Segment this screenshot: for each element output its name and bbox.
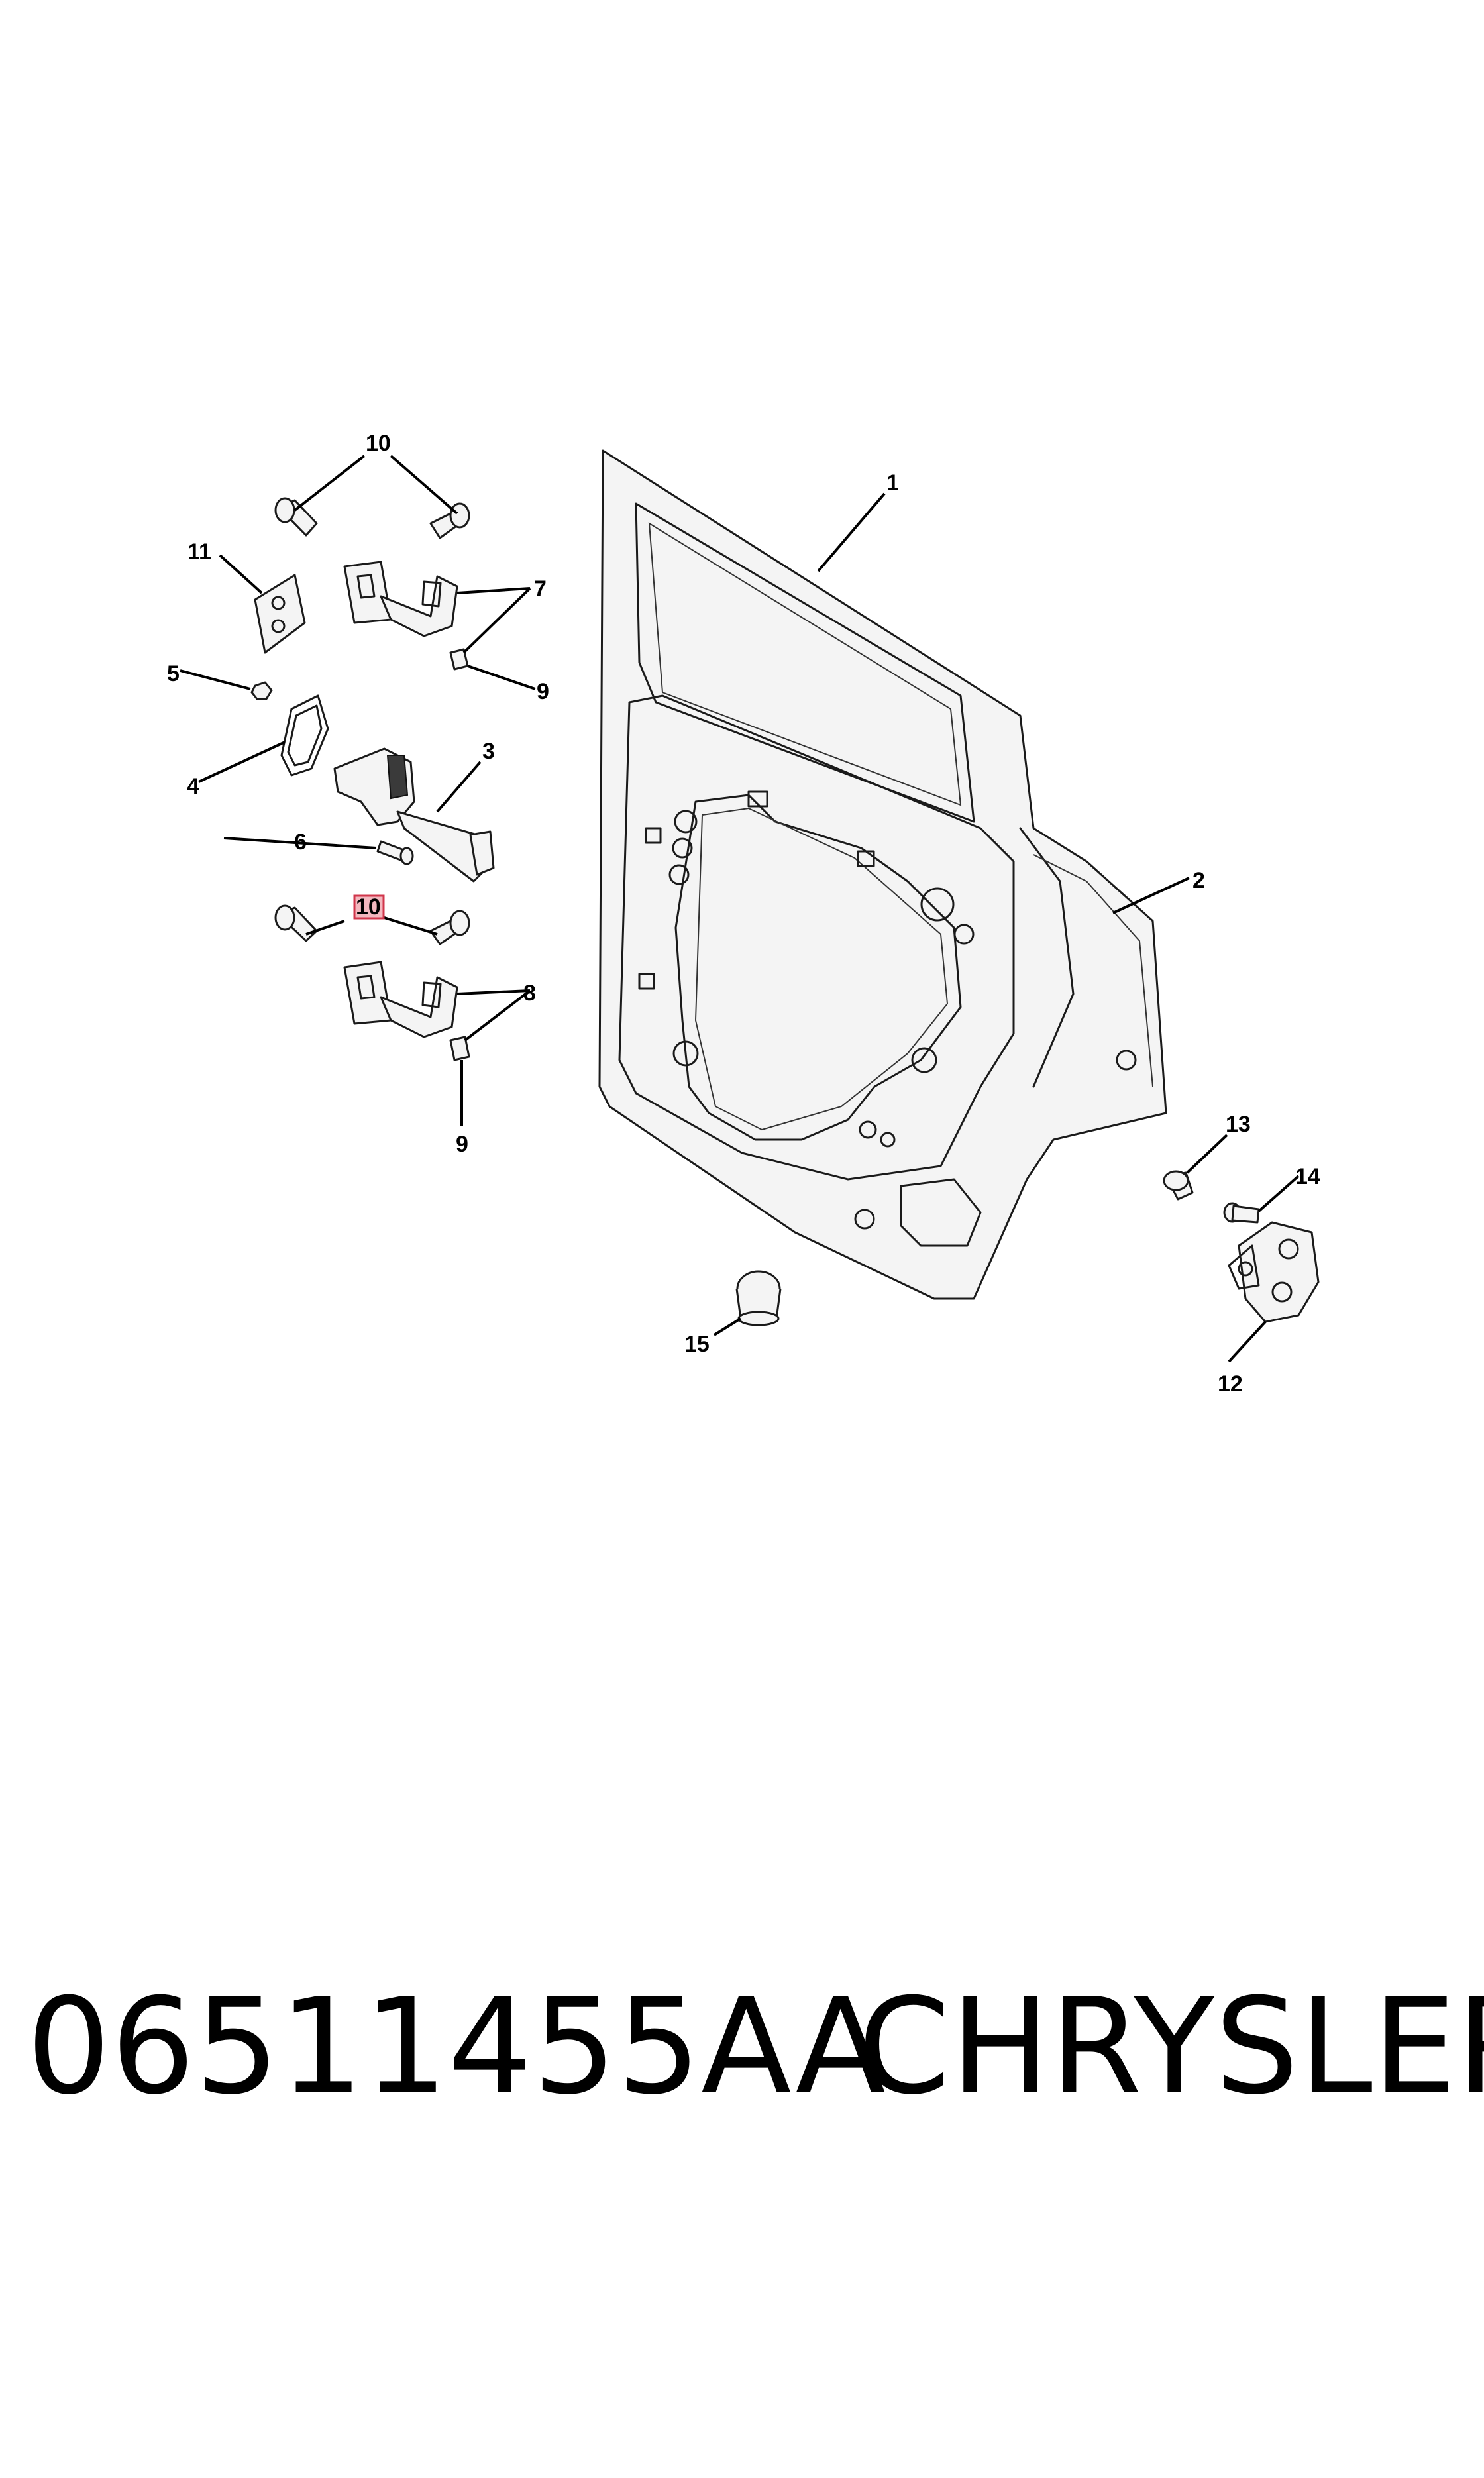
callout-9-bottom[interactable]: 9 — [456, 1132, 468, 1157]
striker-spacer — [1223, 1202, 1260, 1224]
callout-3[interactable]: 3 — [482, 739, 495, 764]
bolt-lower-left — [274, 904, 318, 942]
parts-diagram: 10 1 11 7 5 9 3 4 6 2 10 8 9 13 14 15 12 — [167, 431, 1320, 1397]
callout-7[interactable]: 7 — [534, 576, 547, 602]
door-plug — [735, 1270, 782, 1326]
door-shell — [598, 449, 1167, 1300]
callout-6[interactable]: 6 — [294, 830, 307, 855]
callout-8[interactable]: 8 — [523, 981, 536, 1006]
brand-name: CHRYSLER — [858, 1970, 1484, 2124]
lower-hinge — [343, 961, 458, 1038]
callout-11[interactable]: 11 — [187, 539, 211, 565]
shim-plate — [254, 574, 306, 654]
part-number: 06511455AA — [26, 1970, 886, 2124]
check-strap-seal — [280, 694, 329, 777]
callout-10-top[interactable]: 10 — [366, 431, 391, 456]
callout-12[interactable]: 12 — [1218, 1372, 1243, 1397]
bolt-upper-right — [429, 502, 470, 539]
callout-14[interactable]: 14 — [1295, 1164, 1320, 1189]
callout-1[interactable]: 1 — [886, 470, 899, 496]
check-strap-bolt — [376, 840, 414, 865]
door-striker — [1228, 1221, 1320, 1323]
footer-caption: 06511455AA CHRYSLER — [0, 1961, 1484, 2133]
door-check-strap — [333, 747, 495, 883]
callout-4[interactable]: 4 — [187, 774, 199, 799]
bolt-upper-left — [274, 497, 318, 537]
callout-15[interactable]: 15 — [684, 1332, 710, 1357]
bolt-lower-right — [429, 910, 470, 945]
leader-lines — [180, 455, 1300, 1363]
striker-screw — [1163, 1170, 1194, 1201]
callout-10-highlight — [353, 894, 385, 920]
nut — [250, 681, 273, 700]
callout-labels: 10 1 11 7 5 9 3 4 6 2 10 8 9 13 14 15 12 — [167, 431, 1320, 1397]
callout-9-top[interactable]: 9 — [537, 679, 549, 704]
callout-2[interactable]: 2 — [1192, 868, 1205, 893]
callout-5[interactable]: 5 — [167, 661, 180, 686]
hinge-nut-lower — [449, 1036, 470, 1061]
upper-hinge — [343, 561, 458, 637]
callout-10-highlighted[interactable]: 10 — [356, 894, 381, 920]
callout-13[interactable]: 13 — [1226, 1112, 1251, 1137]
